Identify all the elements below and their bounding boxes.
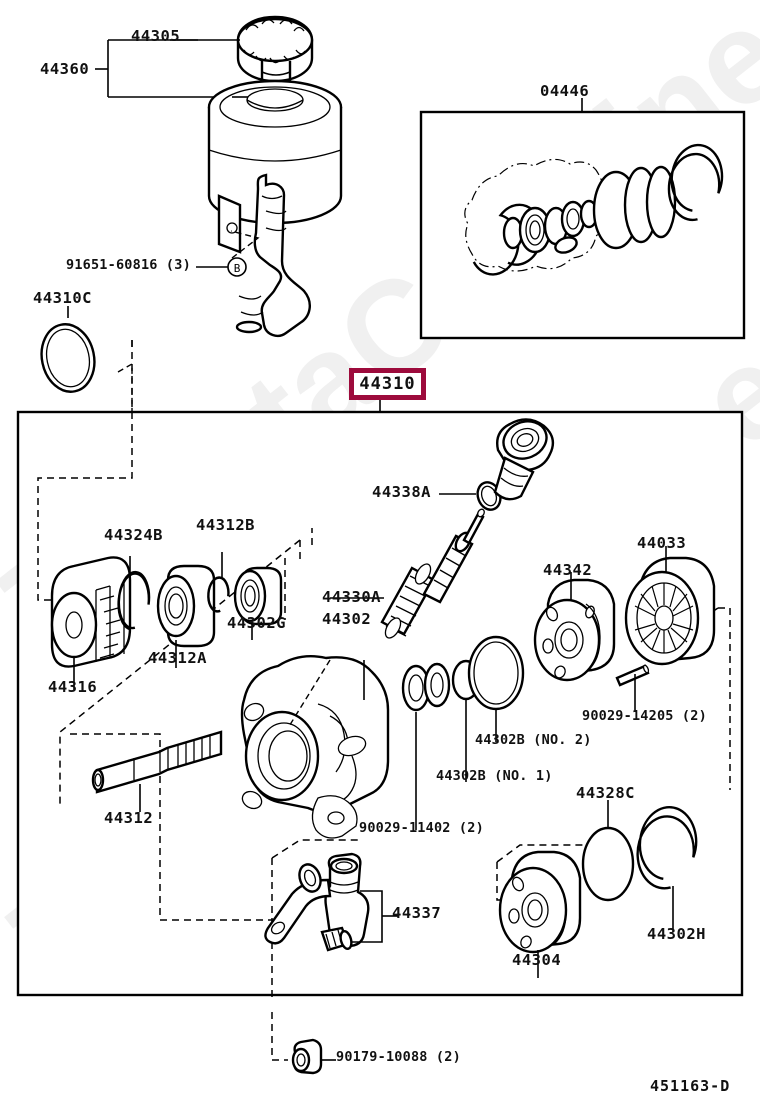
flow-control-valve — [422, 508, 485, 604]
label-90029-11402: 90029-11402 (2) — [359, 820, 484, 836]
part-44324b — [117, 556, 151, 631]
union-connector-top — [493, 418, 555, 501]
part-44330a-spring — [330, 563, 436, 639]
label-44312b: 44312B — [196, 516, 255, 534]
part-44302-housing — [240, 655, 390, 839]
label-44302b-no2: 44302B (NO. 2) — [475, 732, 592, 748]
label-44302b-no1: 44302B (NO. 1) — [436, 768, 553, 784]
highlight-44310[interactable]: 44310 — [349, 368, 426, 400]
part-44033 — [624, 546, 716, 666]
part-90029-11402 — [401, 662, 451, 830]
label-44328c: 44328C — [576, 784, 635, 802]
label-90029-14205: 90029-14205 (2) — [582, 708, 707, 724]
label-44338a: 44338A — [372, 483, 431, 501]
part-44337 — [264, 852, 398, 952]
part-44328c — [581, 800, 635, 902]
label-90179-10088: 90179-10088 (2) — [336, 1049, 461, 1065]
part-44312b — [207, 552, 230, 613]
seal-kit-box — [419, 98, 746, 340]
label-44324b: 44324B — [104, 526, 163, 544]
label-44304: 44304 — [512, 951, 562, 969]
part-44342 — [533, 572, 616, 682]
part-44304 — [498, 850, 582, 978]
label-44302h: 44302H — [647, 925, 706, 943]
label-44305: 44305 — [131, 27, 181, 45]
part-44302b-no2 — [467, 635, 525, 742]
label-44302g: 44302G — [227, 614, 286, 632]
reservoir-oring-44310c — [40, 306, 133, 412]
label-44330a: 44330A — [322, 588, 381, 606]
part-44302g — [233, 566, 283, 640]
part-44302h — [636, 806, 698, 932]
reservoir-tank — [207, 79, 343, 337]
label-44342: 44342 — [543, 561, 593, 579]
bracket-44360 — [95, 39, 232, 98]
label-44310c: 44310C — [33, 289, 92, 307]
label-44312a: 44312A — [148, 649, 207, 667]
label-04446: 04446 — [540, 82, 590, 100]
diagram-code: 451163-D — [650, 1077, 731, 1095]
part-44316 — [50, 556, 132, 690]
label-44302: 44302 — [322, 610, 372, 628]
reservoir-cap — [236, 15, 314, 92]
reservoir-bolt: B — [196, 230, 260, 277]
label-91651-60816: 91651-60816 (3) — [66, 257, 191, 273]
label-44033: 44033 — [637, 534, 687, 552]
part-90179-10088 — [291, 1038, 336, 1075]
group-brackets — [37, 340, 731, 1061]
label-44360: 44360 — [40, 60, 90, 78]
svg-text:B: B — [234, 262, 241, 275]
part-44312a — [156, 564, 216, 668]
part-90029-14205 — [615, 664, 650, 712]
label-44312: 44312 — [104, 809, 154, 827]
label-44337: 44337 — [392, 904, 442, 922]
part-44312 — [91, 730, 223, 812]
highlight-44310-text: 44310 — [359, 374, 416, 394]
label-44316: 44316 — [48, 678, 98, 696]
